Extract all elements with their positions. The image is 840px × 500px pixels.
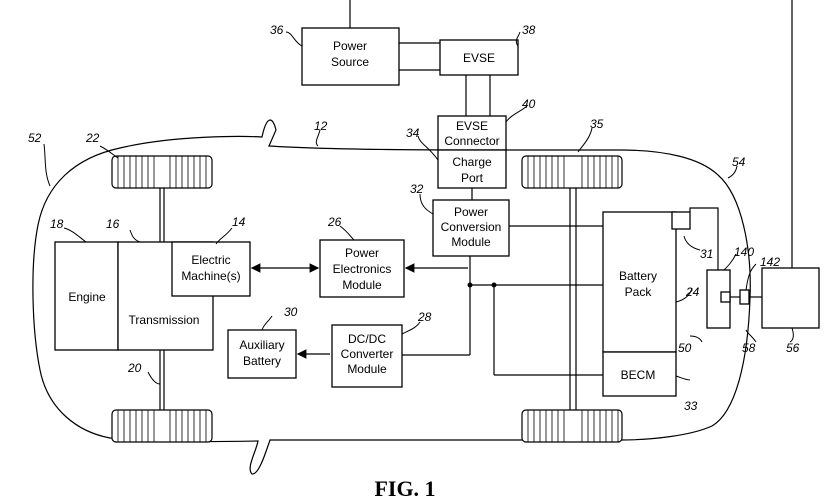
- ref-58: 58: [742, 341, 756, 355]
- front-left-tire: [111, 155, 213, 189]
- power-electronics-label-2: Electronics: [333, 262, 392, 276]
- ref-14: 14: [232, 215, 246, 229]
- external-device-block: [761, 267, 820, 329]
- becm-label: BECM: [621, 368, 656, 382]
- power-source-label-1: Power: [333, 39, 367, 53]
- auxiliary-battery-label-1: Auxiliary: [239, 338, 284, 352]
- evse-block: [439, 39, 519, 76]
- ref-28: 28: [417, 310, 432, 324]
- ref-16: 16: [106, 217, 120, 231]
- evse-connector-label-1: EVSE: [456, 119, 488, 133]
- charge-port-label-1: Charge: [452, 155, 492, 169]
- evse-connector-block: [437, 115, 507, 151]
- electric-machine-label-1: Electric: [191, 253, 230, 267]
- ref-40: 40: [522, 97, 536, 111]
- charger-side-connector: [739, 289, 750, 305]
- inlet-pin: [720, 291, 731, 303]
- ref-30: 30: [284, 305, 298, 319]
- vehicle-body-outline: [32, 119, 751, 475]
- charge-port-label-2: Port: [461, 171, 484, 185]
- high-voltage-bus: [402, 225, 603, 376]
- evse-label: EVSE: [463, 51, 495, 65]
- figure-caption: FIG. 1: [374, 476, 435, 500]
- electric-machine-label-2: Machine(s): [181, 269, 240, 283]
- ref-52: 52: [28, 131, 42, 145]
- ref-33: 33: [684, 399, 698, 413]
- rear-right-tire: [521, 409, 623, 443]
- ref-12: 12: [314, 119, 328, 133]
- power-electronics-label-3: Module: [342, 278, 382, 292]
- ref-38: 38: [522, 23, 536, 37]
- dcdc-label-3: Module: [347, 362, 387, 376]
- ref-18: 18: [50, 217, 64, 231]
- power-source-label-2: Source: [331, 55, 369, 69]
- battery-sensor-box: [671, 211, 691, 230]
- transmission-label: Transmission: [129, 313, 200, 327]
- power-conversion-label-2: Conversion: [441, 220, 502, 234]
- becm-block: [602, 351, 677, 397]
- ref-20: 20: [127, 361, 142, 375]
- ref-54: 54: [732, 155, 746, 169]
- ref-34: 34: [406, 126, 420, 140]
- ref-26: 26: [327, 215, 342, 229]
- electric-machine-block: [171, 241, 251, 297]
- ref-24: 24: [685, 285, 700, 299]
- ref-50: 50: [678, 341, 692, 355]
- ref-142: 142: [760, 255, 780, 269]
- ref-56: 56: [786, 341, 800, 355]
- power-conversion-label-1: Power: [454, 205, 488, 219]
- sensor-to-connector-line: [689, 207, 719, 270]
- dcdc-label-1: DC/DC: [348, 332, 386, 346]
- power-electronics-module-block: [319, 239, 405, 298]
- power-conversion-label-3: Module: [451, 235, 491, 249]
- dcdc-label-2: Converter: [341, 347, 394, 361]
- power-conversion-module-block: [432, 199, 510, 257]
- battery-pack-block: [602, 211, 677, 353]
- dcdc-converter-module-block: [331, 324, 403, 388]
- ref-36: 36: [270, 23, 284, 37]
- ref-32: 32: [410, 182, 424, 196]
- rear-left-tire: [521, 155, 623, 189]
- power-electronics-label-1: Power: [345, 246, 379, 260]
- auxiliary-battery-label-2: Battery: [243, 354, 281, 368]
- battery-pack-label-2: Pack: [625, 285, 653, 299]
- reference-leaders: [43, 31, 794, 385]
- ref-140: 140: [734, 245, 754, 259]
- ref-35: 35: [590, 117, 604, 131]
- auxiliary-battery-block: [227, 329, 297, 379]
- power-source-block: [301, 27, 400, 86]
- ref-22: 22: [85, 131, 100, 145]
- battery-pack-label-1: Battery: [619, 269, 657, 283]
- ref-31: 31: [700, 247, 713, 261]
- engine-block: [54, 241, 119, 351]
- evse-connector-label-2: Connector: [444, 134, 499, 148]
- engine-label: Engine: [68, 290, 106, 304]
- front-right-tire: [111, 409, 213, 443]
